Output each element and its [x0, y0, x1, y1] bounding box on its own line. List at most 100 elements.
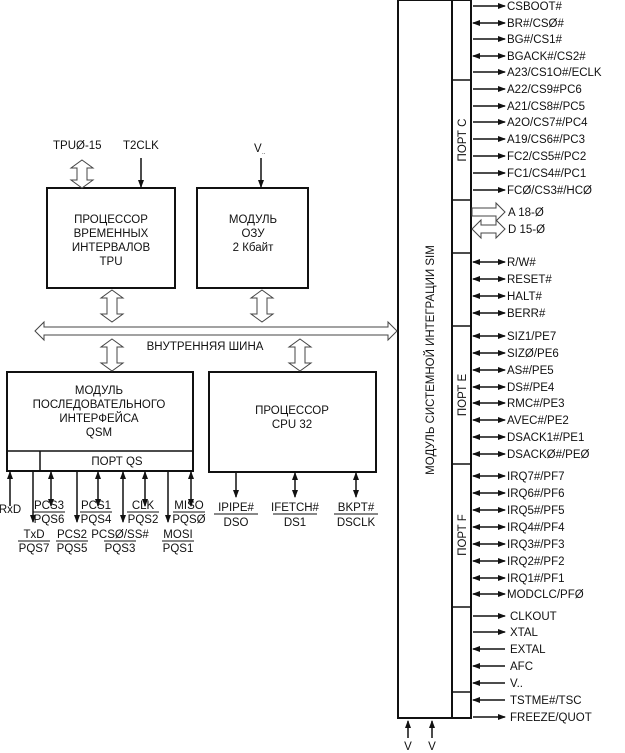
sim-pin-label: DSACKØ#/PEØ	[507, 449, 589, 461]
ram-pin-v-label: V	[254, 143, 262, 155]
qsm-title-line: ИНТЕРФЕЙСА	[59, 412, 139, 425]
sim-pin-label: FC2/CS5#/PC2	[507, 151, 586, 163]
address-bus-label: A 18-Ø	[508, 207, 544, 219]
data-bus-label: D 15-Ø	[508, 224, 545, 236]
ram-title-line: ОЗУ	[241, 228, 265, 240]
bus-label: ВНУТРЕННЯЯ ШИНА	[147, 341, 264, 353]
sim-pin-label: A22/CS9#PC6	[507, 84, 582, 96]
cpu-bus-link	[287, 338, 313, 372]
qsm-pin-label: PCSØ/SS#	[91, 529, 149, 541]
cpu-pin-label: BKPT#	[338, 502, 375, 514]
cpu-pin-label-alt: DSCLK	[337, 517, 376, 529]
qsm-pin-label-alt: PQS5	[57, 543, 88, 555]
cpu-title-line: CPU 32	[272, 419, 312, 431]
ram-title-line: МОДУЛЬ	[229, 214, 277, 226]
cpu-pin-label-alt: DS1	[284, 517, 306, 529]
data-bus-arrow	[471, 218, 506, 240]
sim-pin-label: RESET#	[507, 274, 552, 286]
qsm-pin-label: TxD	[23, 529, 44, 541]
sim-pin-label: FCØ/CS3#/HCØ	[507, 185, 592, 197]
sim-label: МОДУЛЬ СИСТЕМНОЙ ИНТЕГРАЦИИ SIM	[424, 245, 437, 475]
qsm-pin-label-alt: PQS7	[19, 543, 50, 555]
sim-pin-label: IRQ5#/PF5	[507, 505, 565, 517]
sim-supply-label: V	[428, 741, 436, 753]
qsm-pin-label-alt: PQS6	[34, 514, 65, 526]
sim-pin-label: IRQ6#/PF6	[507, 488, 565, 500]
qsm-pin-label: PCS3	[34, 500, 64, 512]
qsm-block	[6, 371, 194, 472]
tpu-title-line: TPU	[100, 256, 123, 268]
tpu-title-line: ПРОЦЕССОР	[74, 214, 148, 226]
qsm-pin-label-alt: PQS4	[81, 514, 112, 526]
sim-supply-label: V	[404, 741, 412, 753]
sim-pin-label: A2O/CS7#/PC4	[507, 117, 588, 129]
sim-pin-label: R/W#	[507, 257, 536, 269]
sim-pin-label: BG#/CS1#	[507, 34, 563, 46]
sim-pin-label: SIZØ/PE6	[507, 348, 559, 360]
address-bus-arrow	[471, 201, 506, 223]
cpu-pin-label-alt: DSO	[224, 517, 249, 529]
cpu-pin-label: IFETCH#	[271, 502, 320, 514]
sim-pin-label: RMC#/PE3	[507, 398, 565, 410]
sim-pin-label: EXTAL	[510, 644, 546, 656]
qsm-pin-label: CLK	[132, 500, 155, 512]
sim-pin-label: BERR#	[507, 308, 546, 320]
sim-pin-label: AVEC#/PE2	[507, 415, 569, 427]
sim-pin-label: HALT#	[507, 291, 543, 303]
sim-pin-label: SIZ1/PE7	[507, 331, 556, 343]
sim-pin-label: A19/CS6#/PC3	[507, 134, 585, 146]
sim-pin-label: CSBOOT#	[507, 1, 563, 13]
tpu-block	[46, 187, 176, 289]
tpu-title-line: ВРЕМЕННЫХ	[74, 228, 149, 240]
ram-block	[196, 187, 309, 289]
sim-port-column	[451, 0, 472, 719]
tpu-pin-clk-label: T2CLK	[123, 140, 159, 152]
ram-title-line: 2 Кбайт	[233, 242, 274, 254]
sim-pin-label: FREEZE/QUOT	[510, 712, 592, 724]
sim-pin-label: IRQ2#/PF2	[507, 556, 565, 568]
sim-pin-label: IRQ4#/PF4	[507, 522, 565, 534]
sim-port-label: ПОРТ E	[457, 374, 469, 417]
sim-pin-label: IRQ7#/PF7	[507, 471, 565, 483]
qsm-title-line: ПОСЛЕДОВАТЕЛЬНОГО	[33, 399, 166, 411]
qsm-pin-label-alt: PQS3	[105, 543, 136, 555]
internal-bus-arrow	[34, 320, 398, 342]
qsm-title-line: МОДУЛЬ	[75, 385, 123, 397]
sim-pin-label: TSTME#/TSC	[510, 695, 582, 707]
sim-pin-label: BR#/CSØ#	[507, 18, 564, 30]
qsm-pin-label-alt: PQS1	[163, 543, 194, 555]
sim-pin-label: MODCLC/PFØ	[507, 589, 584, 601]
tpu-title-line: ИНТЕРВАЛОВ	[72, 242, 151, 254]
sim-port-label: ПОРТ F	[457, 514, 469, 556]
sim-pin-label: A21/CS8#/PC5	[507, 101, 585, 113]
sim-pin-label: AFC	[510, 661, 533, 673]
sim-pin-label: BGACK#/CS2#	[507, 51, 586, 63]
sim-pin-label: DS#/PE4	[507, 382, 555, 394]
qsm-bus-link	[99, 338, 125, 372]
qsm-pin-label: PCS2	[57, 529, 87, 541]
tpu-pin-io-label: TPUØ-15	[53, 140, 102, 152]
qsm-pin-label: MOSI	[163, 529, 192, 541]
cpu-pin-label: IPIPE#	[218, 502, 254, 514]
sim-port-label: ПОРТ C	[457, 119, 469, 162]
qsm-pin-label: RxD	[0, 504, 21, 516]
qsm-title-line: QSM	[86, 427, 112, 439]
qsm-pin-label: PCS1	[81, 500, 111, 512]
cpu-block	[208, 371, 377, 473]
qsm-port-label: ПОРТ QS	[91, 456, 143, 468]
tpu-io-double-arrow	[69, 159, 95, 189]
sim-pin-label: A23/CS1O#/ECLK	[507, 67, 602, 79]
sim-pin-label: IRQ1#/PF1	[507, 573, 565, 585]
qsm-pin-label: MISO	[174, 500, 203, 512]
tpu-bus-link	[99, 289, 125, 323]
sim-pin-label: AS#/PE5	[507, 365, 554, 377]
sim-pin-label: V..	[510, 678, 523, 690]
qsm-pin-label-alt: PQS2	[128, 514, 159, 526]
sim-pin-label: XTAL	[510, 627, 539, 639]
sim-pin-label: DSACK1#/PE1	[507, 432, 584, 444]
sim-pin-label: IRQ3#/PF3	[507, 539, 565, 551]
sim-pin-label: CLKOUT	[510, 611, 557, 623]
sim-pin-label: FC1/CS4#/PC1	[507, 168, 586, 180]
qsm-pin-label-alt: PQSØ	[172, 514, 205, 526]
